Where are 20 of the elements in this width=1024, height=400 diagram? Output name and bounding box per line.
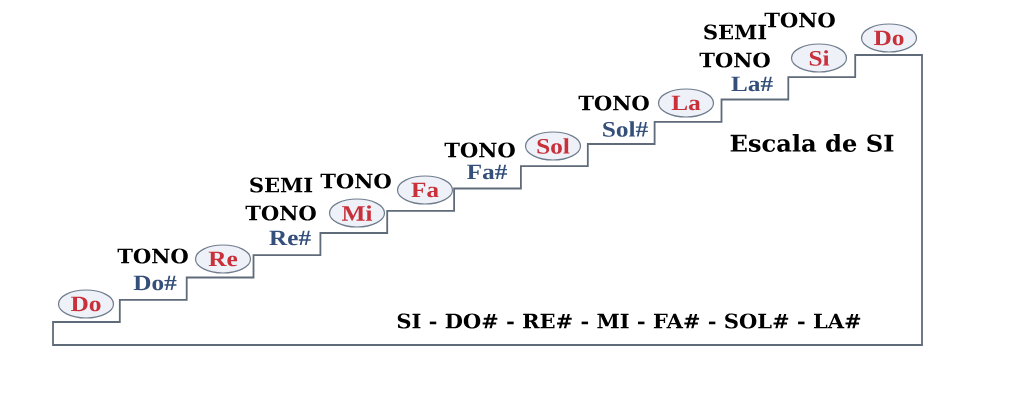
interval-label: TONO	[320, 173, 391, 189]
interval-label: TONO	[117, 248, 188, 264]
scale-notes: SI - DO# - RE# - MI - FA# - SOL# - LA#	[397, 313, 861, 329]
note-oval: Do	[57, 289, 115, 319]
note-oval: Do	[860, 23, 918, 53]
interval-label: TONO	[578, 95, 649, 111]
note-oval: Re	[194, 244, 252, 274]
note-label: Fa#	[467, 164, 508, 180]
note-label: La#	[731, 76, 773, 92]
note-oval: Mi	[328, 198, 386, 228]
note-oval: Fa	[396, 175, 454, 205]
scale-title: Escala de SI	[730, 134, 894, 152]
interval-label: SEMI TONO	[245, 177, 316, 221]
note-label: Sol#	[603, 121, 648, 137]
note-oval: La	[657, 88, 715, 118]
note-oval: Si	[790, 43, 848, 73]
note-label: Do#	[133, 275, 177, 291]
note-label: Re#	[269, 230, 311, 246]
note-oval: Sol	[524, 131, 582, 161]
interval-label: TONO	[444, 142, 515, 158]
